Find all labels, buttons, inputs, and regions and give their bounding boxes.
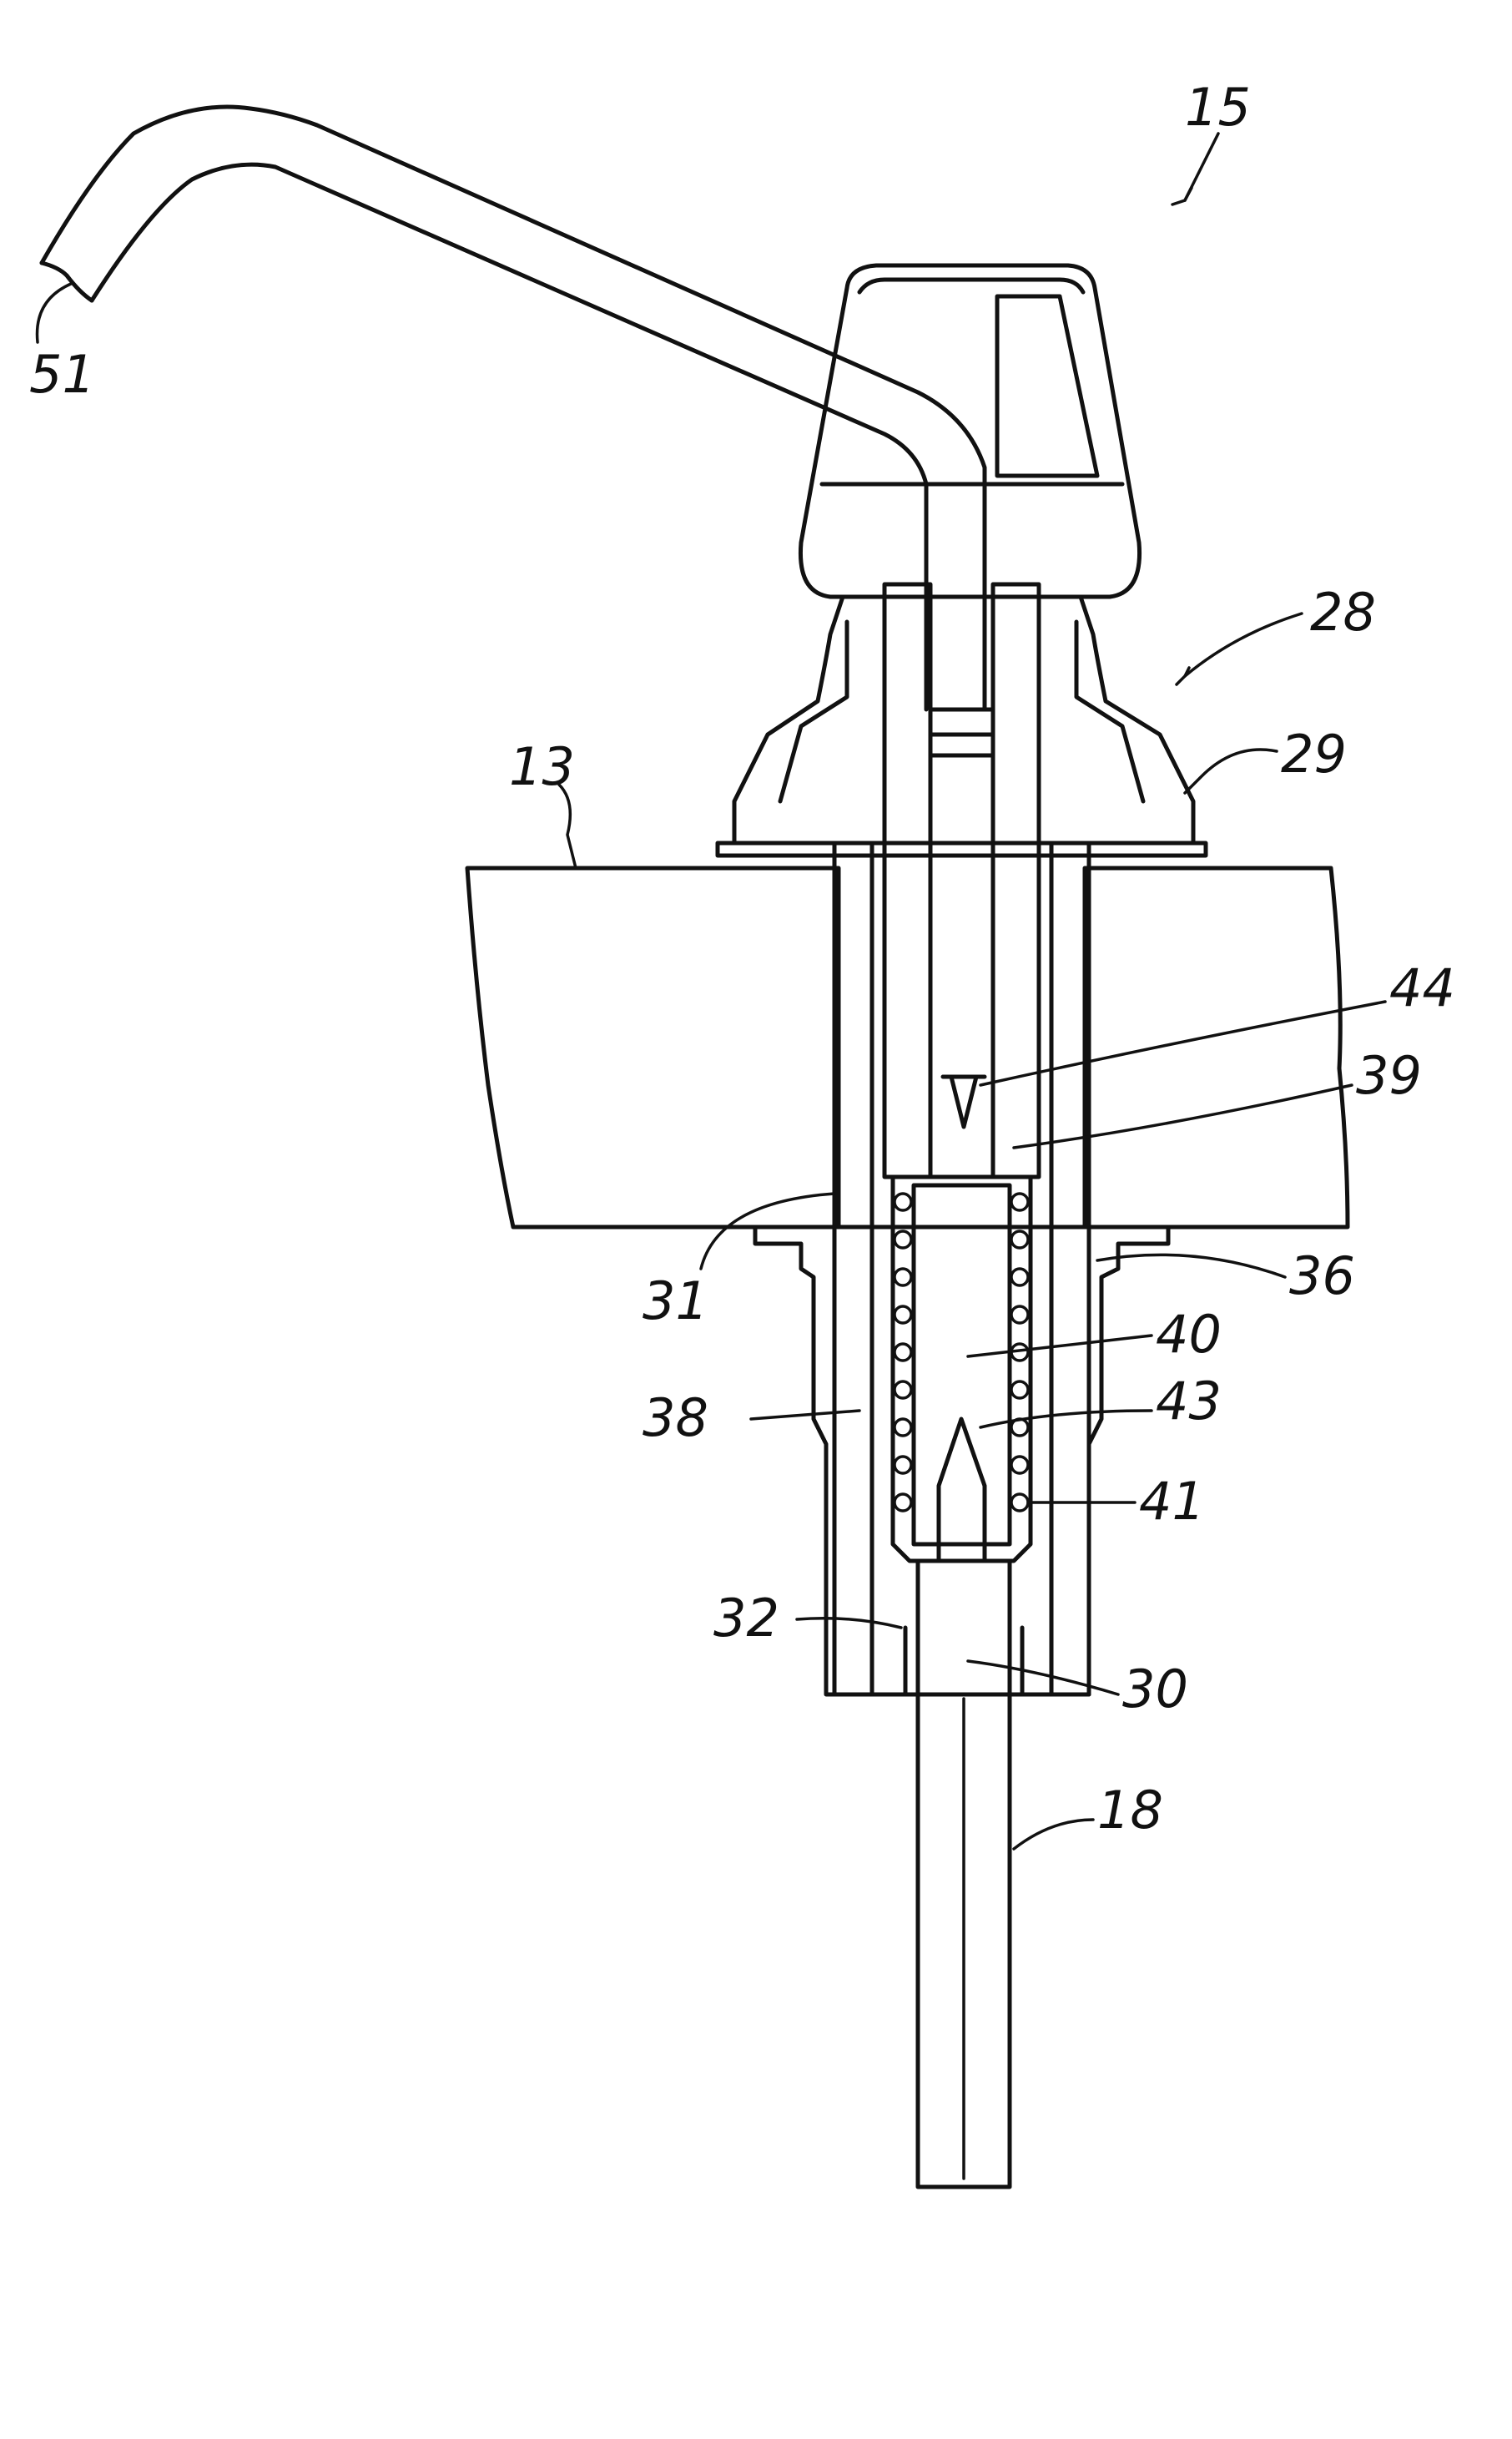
collar [718, 597, 1206, 856]
label-28: 28 [1310, 582, 1376, 643]
label-18: 18 [1097, 1780, 1163, 1841]
label-43: 43 [1156, 1371, 1222, 1432]
label-51: 51 [29, 344, 95, 405]
housing [755, 843, 1168, 1694]
label-31: 31 [643, 1270, 708, 1331]
central-stem [885, 584, 1039, 1177]
label-30: 30 [1122, 1659, 1188, 1719]
label-29: 29 [1281, 724, 1347, 785]
pump-head [800, 265, 1139, 597]
counter-top [467, 868, 1348, 1227]
reference-labels: 15 51 28 29 13 44 39 31 36 40 38 43 41 3… [29, 77, 1455, 1841]
spout-tube [42, 107, 985, 709]
label-15: 15 [1185, 77, 1251, 138]
label-40: 40 [1156, 1304, 1222, 1365]
label-36: 36 [1289, 1245, 1355, 1306]
label-44: 44 [1389, 957, 1455, 1018]
label-38: 38 [643, 1387, 708, 1448]
label-13: 13 [509, 736, 575, 797]
label-41: 41 [1139, 1471, 1205, 1532]
label-32: 32 [713, 1588, 779, 1649]
spring-chamber [893, 1177, 1031, 1561]
label-39: 39 [1356, 1045, 1422, 1106]
supply-tube [905, 1561, 1022, 2187]
leader-lines [38, 134, 1386, 1849]
